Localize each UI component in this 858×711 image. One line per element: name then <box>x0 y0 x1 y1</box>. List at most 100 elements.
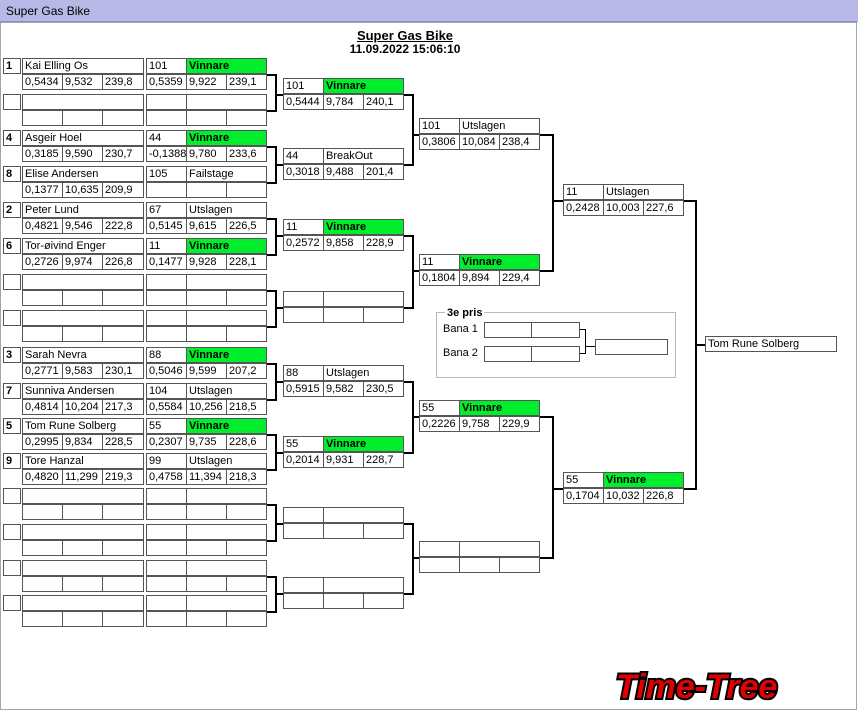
racer-name[interactable]: Sarah Nevra <box>22 347 144 363</box>
bracket-connector <box>267 611 275 613</box>
racer-name[interactable] <box>22 560 144 576</box>
racer-name[interactable] <box>22 94 144 110</box>
racer-name[interactable] <box>22 274 144 290</box>
racer-name[interactable] <box>22 595 144 611</box>
entry-number[interactable]: 88 <box>146 347 187 363</box>
reaction-time: 0,4814 <box>22 399 63 415</box>
speed <box>102 110 144 126</box>
reaction-time <box>283 593 324 609</box>
entry-number[interactable] <box>419 541 460 557</box>
racer-name[interactable]: Kai Elling Os <box>22 58 144 74</box>
elapsed-time: 9,780 <box>186 146 227 162</box>
entry-number[interactable] <box>146 488 187 504</box>
reaction-time: 0,2572 <box>283 235 324 251</box>
seed-box <box>3 595 21 611</box>
entry-number[interactable]: 104 <box>146 383 187 399</box>
elapsed-time: 9,974 <box>62 254 103 270</box>
entry-number[interactable] <box>146 310 187 326</box>
speed <box>226 611 267 627</box>
seed-box: 8 <box>3 166 21 182</box>
entry-number[interactable]: 44 <box>146 130 187 146</box>
entry-number[interactable]: 88 <box>283 365 324 381</box>
racer-name[interactable]: Tor-øivind Enger <box>22 238 144 254</box>
entry-number[interactable]: 55 <box>563 472 604 488</box>
entry-number[interactable]: 55 <box>146 418 187 434</box>
entry-number[interactable]: 11 <box>283 219 324 235</box>
elapsed-time <box>62 611 103 627</box>
bracket-connector <box>404 381 412 383</box>
entry-number[interactable] <box>283 507 324 523</box>
racer-name[interactable] <box>22 524 144 540</box>
bracket-connector <box>267 290 275 292</box>
racer-name[interactable]: Peter Lund <box>22 202 144 218</box>
entry-number[interactable]: 11 <box>563 184 604 200</box>
bracket-connector <box>275 290 277 328</box>
bracket-connector <box>412 134 419 136</box>
entry-number[interactable]: 101 <box>146 58 187 74</box>
entry-number[interactable] <box>146 524 187 540</box>
result-status: Vinnare <box>186 418 267 434</box>
entry-number[interactable]: 44 <box>283 148 324 164</box>
elapsed-time <box>62 576 103 592</box>
result-status: Utslagen <box>323 365 404 381</box>
reaction-time <box>146 540 187 556</box>
entry-number[interactable] <box>146 274 187 290</box>
speed <box>499 557 540 573</box>
reaction-time: 0,1377 <box>22 182 63 198</box>
third-place-result[interactable] <box>595 339 668 355</box>
entry-number[interactable]: 101 <box>283 78 324 94</box>
reaction-time: 0,5584 <box>146 399 187 415</box>
entry-number[interactable]: 55 <box>283 436 324 452</box>
reaction-time <box>22 110 63 126</box>
entry-number[interactable] <box>283 577 324 593</box>
racer-name[interactable]: Tore Hanzal <box>22 453 144 469</box>
seed-box: 1 <box>3 58 21 74</box>
result-status <box>186 274 267 290</box>
result-status: Vinnare <box>186 347 267 363</box>
result-status <box>186 595 267 611</box>
entry-number[interactable] <box>283 291 324 307</box>
entry-number[interactable]: 105 <box>146 166 187 182</box>
elapsed-time: 10,003 <box>603 200 644 216</box>
lane2-field-b[interactable] <box>531 346 580 362</box>
entry-number[interactable] <box>146 94 187 110</box>
entry-number[interactable]: 99 <box>146 453 187 469</box>
lane2-label: Bana 2 <box>443 347 478 359</box>
speed: 230,7 <box>102 146 144 162</box>
racer-name[interactable]: Elise Andersen <box>22 166 144 182</box>
reaction-time <box>146 326 187 342</box>
lane1-field-b[interactable] <box>531 322 580 338</box>
racer-name[interactable]: Tom Rune Solberg <box>22 418 144 434</box>
racer-name[interactable] <box>22 310 144 326</box>
champion-name[interactable]: Tom Rune Solberg <box>705 336 837 352</box>
speed: 239,1 <box>226 74 267 90</box>
bracket-connector <box>275 523 283 525</box>
entry-number[interactable]: 101 <box>419 118 460 134</box>
speed: 229,9 <box>499 416 540 432</box>
speed: 239,8 <box>102 74 144 90</box>
entry-number[interactable]: 55 <box>419 400 460 416</box>
entry-number[interactable]: 11 <box>419 254 460 270</box>
speed: 240,1 <box>363 94 404 110</box>
bracket-connector <box>275 452 283 454</box>
lane1-field-a[interactable] <box>484 322 532 338</box>
speed: 219,3 <box>102 469 144 485</box>
elapsed-time: 10,204 <box>62 399 103 415</box>
racer-name[interactable]: Sunniva Andersen <box>22 383 144 399</box>
elapsed-time: 11,299 <box>62 469 103 485</box>
elapsed-time: 9,615 <box>186 218 227 234</box>
bracket-connector <box>684 200 695 202</box>
racer-name[interactable] <box>22 488 144 504</box>
racer-name[interactable]: Asgeir Hoel <box>22 130 144 146</box>
entry-number[interactable]: 67 <box>146 202 187 218</box>
entry-number[interactable]: 11 <box>146 238 187 254</box>
seed-box <box>3 94 21 110</box>
lane2-field-a[interactable] <box>484 346 532 362</box>
elapsed-time: 9,922 <box>186 74 227 90</box>
elapsed-time: 9,546 <box>62 218 103 234</box>
result-status: Utslagen <box>186 453 267 469</box>
entry-number[interactable] <box>146 595 187 611</box>
bracket-connector <box>275 218 277 256</box>
entry-number[interactable] <box>146 560 187 576</box>
event-title: Super Gas Bike <box>356 28 454 43</box>
